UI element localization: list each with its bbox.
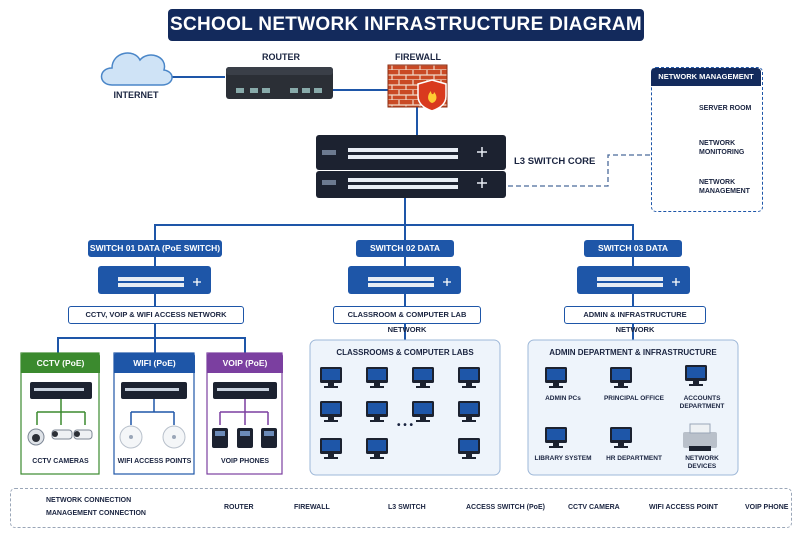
classroom-computer-icon — [366, 401, 388, 422]
switch-03-label: SWITCH 03 DATA — [584, 240, 682, 257]
classroom-computer-icon — [320, 367, 342, 388]
network-printer-icon — [683, 423, 717, 451]
classrooms-ellipsis: • • • — [396, 420, 414, 431]
legend-access-switch: ACCESS SWITCH (PoE) — [466, 504, 545, 511]
library-system-label: LIBRARY SYSTEM — [534, 455, 592, 462]
wifi-group-title: WIFI (PoE) — [114, 353, 195, 373]
internet-cloud-icon — [100, 52, 173, 86]
hr-department-icon — [610, 427, 632, 448]
wifi-access-points-label: WIFI ACCESS POINTS — [117, 458, 192, 465]
management-connection — [508, 154, 651, 187]
classroom-computer-icon — [366, 438, 388, 459]
internet-label: INTERNET — [113, 90, 159, 100]
legend-wifi-ap: WIFI ACCESS POINT — [649, 504, 718, 511]
library-system-icon — [545, 427, 567, 448]
cctv-group-title: CCTV (PoE) — [21, 353, 100, 373]
classroom-computer-icon — [458, 401, 480, 422]
l3-core-label: L3 SWITCH CORE — [514, 156, 596, 167]
classroom-computer-icon — [412, 367, 434, 388]
firewall-label: FIREWALL — [395, 52, 441, 62]
cctv-group-box — [20, 352, 100, 475]
wifi-group-box — [113, 352, 195, 475]
legend-management-connection: MANAGEMENT CONNECTION — [46, 510, 146, 517]
server-room-label: SERVER ROOM — [699, 105, 752, 112]
voip-phones-icon — [212, 428, 277, 448]
voip-group-title: VOIP (PoE) — [207, 353, 283, 373]
principal-office-icon — [610, 367, 632, 388]
legend-box — [10, 488, 792, 528]
access-switch-01-icon — [98, 266, 211, 294]
router-label: ROUTER — [262, 52, 300, 62]
network-management-box — [651, 67, 763, 212]
switch-02-network-label: CLASSROOM & COMPUTER LAB NETWORK — [333, 306, 481, 334]
classroom-computers — [320, 367, 480, 459]
classroom-computer-icon — [458, 367, 480, 388]
access-switch-02-icon — [348, 266, 461, 294]
accounts-department-icon — [685, 365, 707, 386]
router-icon — [226, 67, 333, 99]
admin-devices — [545, 365, 717, 451]
admin-pcs-label: ADMIN PCs — [545, 395, 581, 402]
classroom-panel — [309, 339, 501, 476]
voip-phones-label: VOIP PHONES — [220, 458, 270, 465]
admin-pcs-icon — [545, 367, 567, 388]
classroom-computer-icon — [320, 438, 342, 459]
cctv-cameras-icon — [27, 428, 93, 446]
cctv-cameras-label: CCTV CAMERAS — [32, 458, 89, 465]
page-title: SCHOOL NETWORK INFRASTRUCTURE DIAGRAM — [168, 9, 644, 41]
switch-03-network-label: ADMIN & INFRASTRUCTURE NETWORK — [564, 306, 706, 334]
legend-network-connection: NETWORK CONNECTION — [46, 497, 132, 504]
classroom-computer-icon — [412, 401, 434, 422]
legend-firewall: FIREWALL — [294, 504, 330, 511]
firewall-icon — [387, 64, 448, 112]
legend-voip-phone: VOIP PHONE — [745, 504, 789, 511]
wifi-access-points-icon — [119, 425, 186, 449]
classroom-computer-icon — [320, 401, 342, 422]
classrooms-title: CLASSROOMS & COMPUTER LABS — [336, 348, 474, 357]
admin-title: ADMIN DEPARTMENT & INFRASTRUCTURE — [549, 348, 717, 357]
legend-l3-switch: L3 SWITCH — [388, 504, 426, 511]
switch-01-network-label: CCTV, VOIP & WIFI ACCESS NETWORK — [68, 306, 244, 324]
legend-router: ROUTER — [224, 504, 254, 511]
network-connections — [57, 76, 634, 353]
switch-01-label: SWITCH 01 DATA (PoE SWITCH) — [88, 240, 222, 257]
legend-cctv-camera: CCTV CAMERA — [568, 504, 620, 511]
l3-switch-core-icon — [316, 135, 506, 198]
access-switch-03-icon — [577, 266, 690, 294]
classroom-computer-icon — [366, 367, 388, 388]
principal-office-label: PRINCIPAL OFFICE — [603, 395, 665, 402]
switch-02-label: SWITCH 02 DATA — [356, 240, 454, 257]
classroom-computer-icon — [458, 438, 480, 459]
network-management-title: NETWORK MANAGEMENT — [651, 68, 761, 86]
hr-department-label: HR DEPARTMENT — [606, 455, 662, 462]
